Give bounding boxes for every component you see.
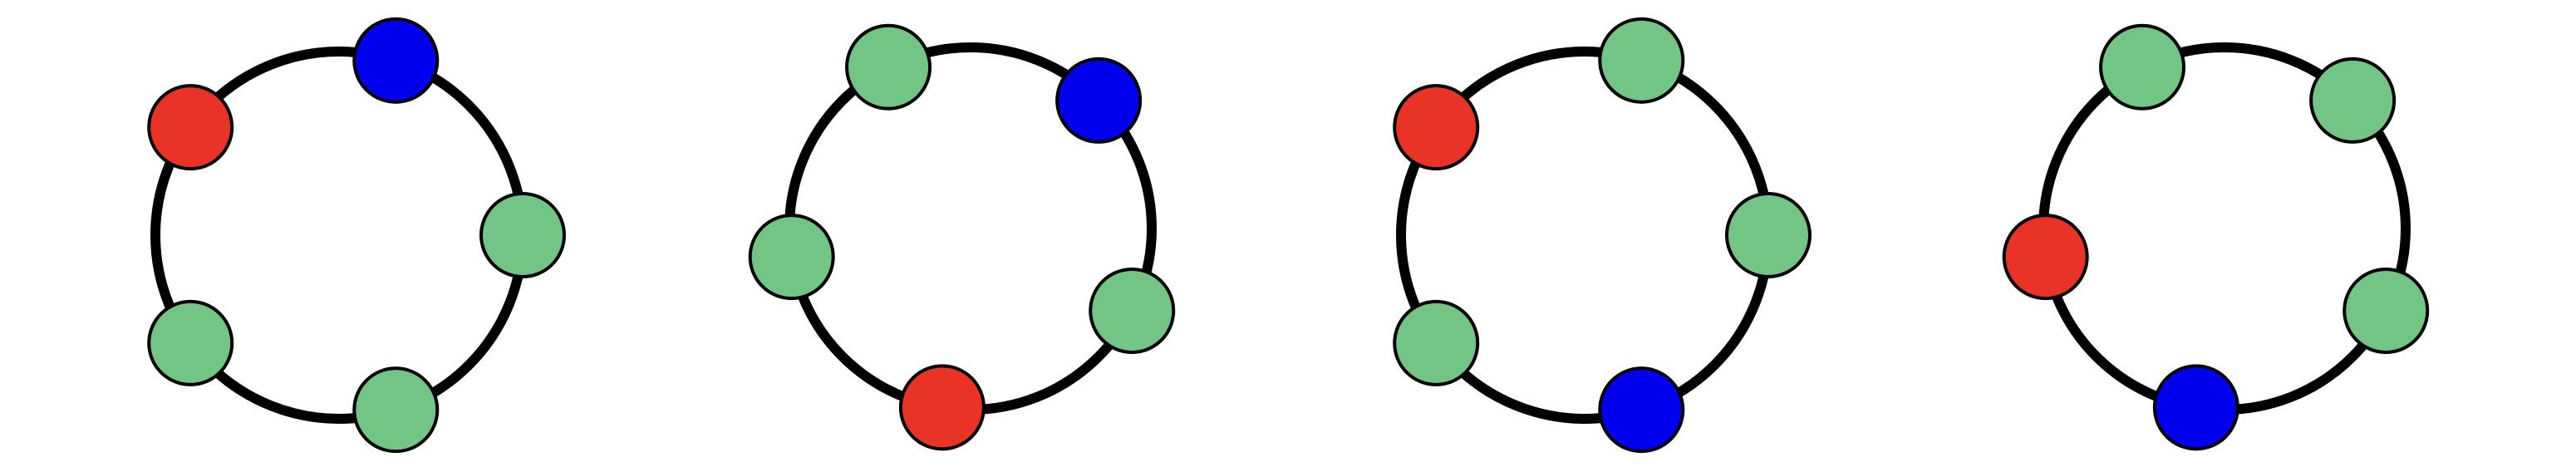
green-node — [748, 214, 835, 301]
blue-node — [2152, 364, 2239, 451]
ring-diagram-2 — [748, 23, 1176, 451]
green-node — [1725, 192, 1812, 278]
ring-diagram-4 — [2002, 23, 2430, 451]
red-node — [2002, 214, 2089, 301]
ring-diagram-1 — [147, 17, 566, 454]
blue-node — [1055, 57, 1143, 144]
green-node — [1393, 299, 1480, 386]
green-node — [1598, 17, 1685, 104]
green-node — [2342, 267, 2430, 354]
red-node — [1393, 84, 1480, 171]
green-node — [352, 366, 440, 454]
blue-node — [1598, 366, 1685, 454]
green-node — [845, 23, 932, 111]
green-node — [147, 299, 234, 386]
green-node — [1089, 267, 1176, 354]
green-node — [2309, 57, 2397, 144]
green-node — [479, 192, 566, 278]
green-node — [2099, 23, 2186, 111]
red-node — [898, 364, 986, 451]
ring-diagram-3 — [1393, 17, 1812, 454]
red-node — [147, 84, 234, 171]
blue-node — [352, 17, 440, 104]
